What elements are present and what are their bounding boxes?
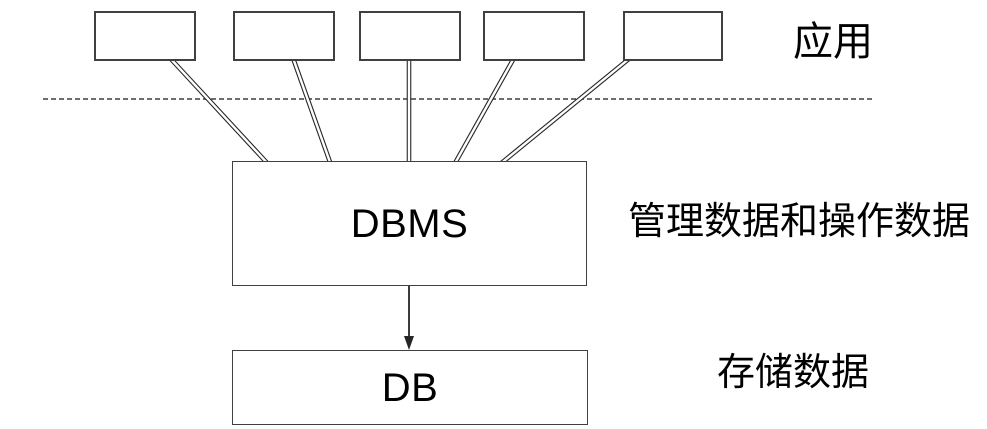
connector-line-4 — [451, 56, 517, 167]
connector-line-2 — [290, 57, 334, 166]
dbms-box: DBMS — [232, 161, 587, 286]
app-box-5 — [623, 11, 723, 61]
connector-line-1 — [168, 56, 271, 167]
dbms-annotation: 管理数据和操作数据 — [628, 201, 971, 243]
app-box-4 — [483, 11, 585, 61]
connector-line-5 — [497, 56, 632, 167]
app-box-2 — [233, 11, 335, 61]
dbms-to-db-arrow — [404, 285, 414, 350]
apps-annotation: 应用 — [793, 20, 873, 64]
app-box-3 — [359, 11, 461, 61]
db-box-label: DB — [381, 365, 439, 410]
db-box: DB — [232, 350, 588, 425]
db-annotation: 存储数据 — [717, 352, 870, 394]
dbms-box-label: DBMS — [350, 201, 469, 246]
app-box-1 — [94, 11, 196, 61]
